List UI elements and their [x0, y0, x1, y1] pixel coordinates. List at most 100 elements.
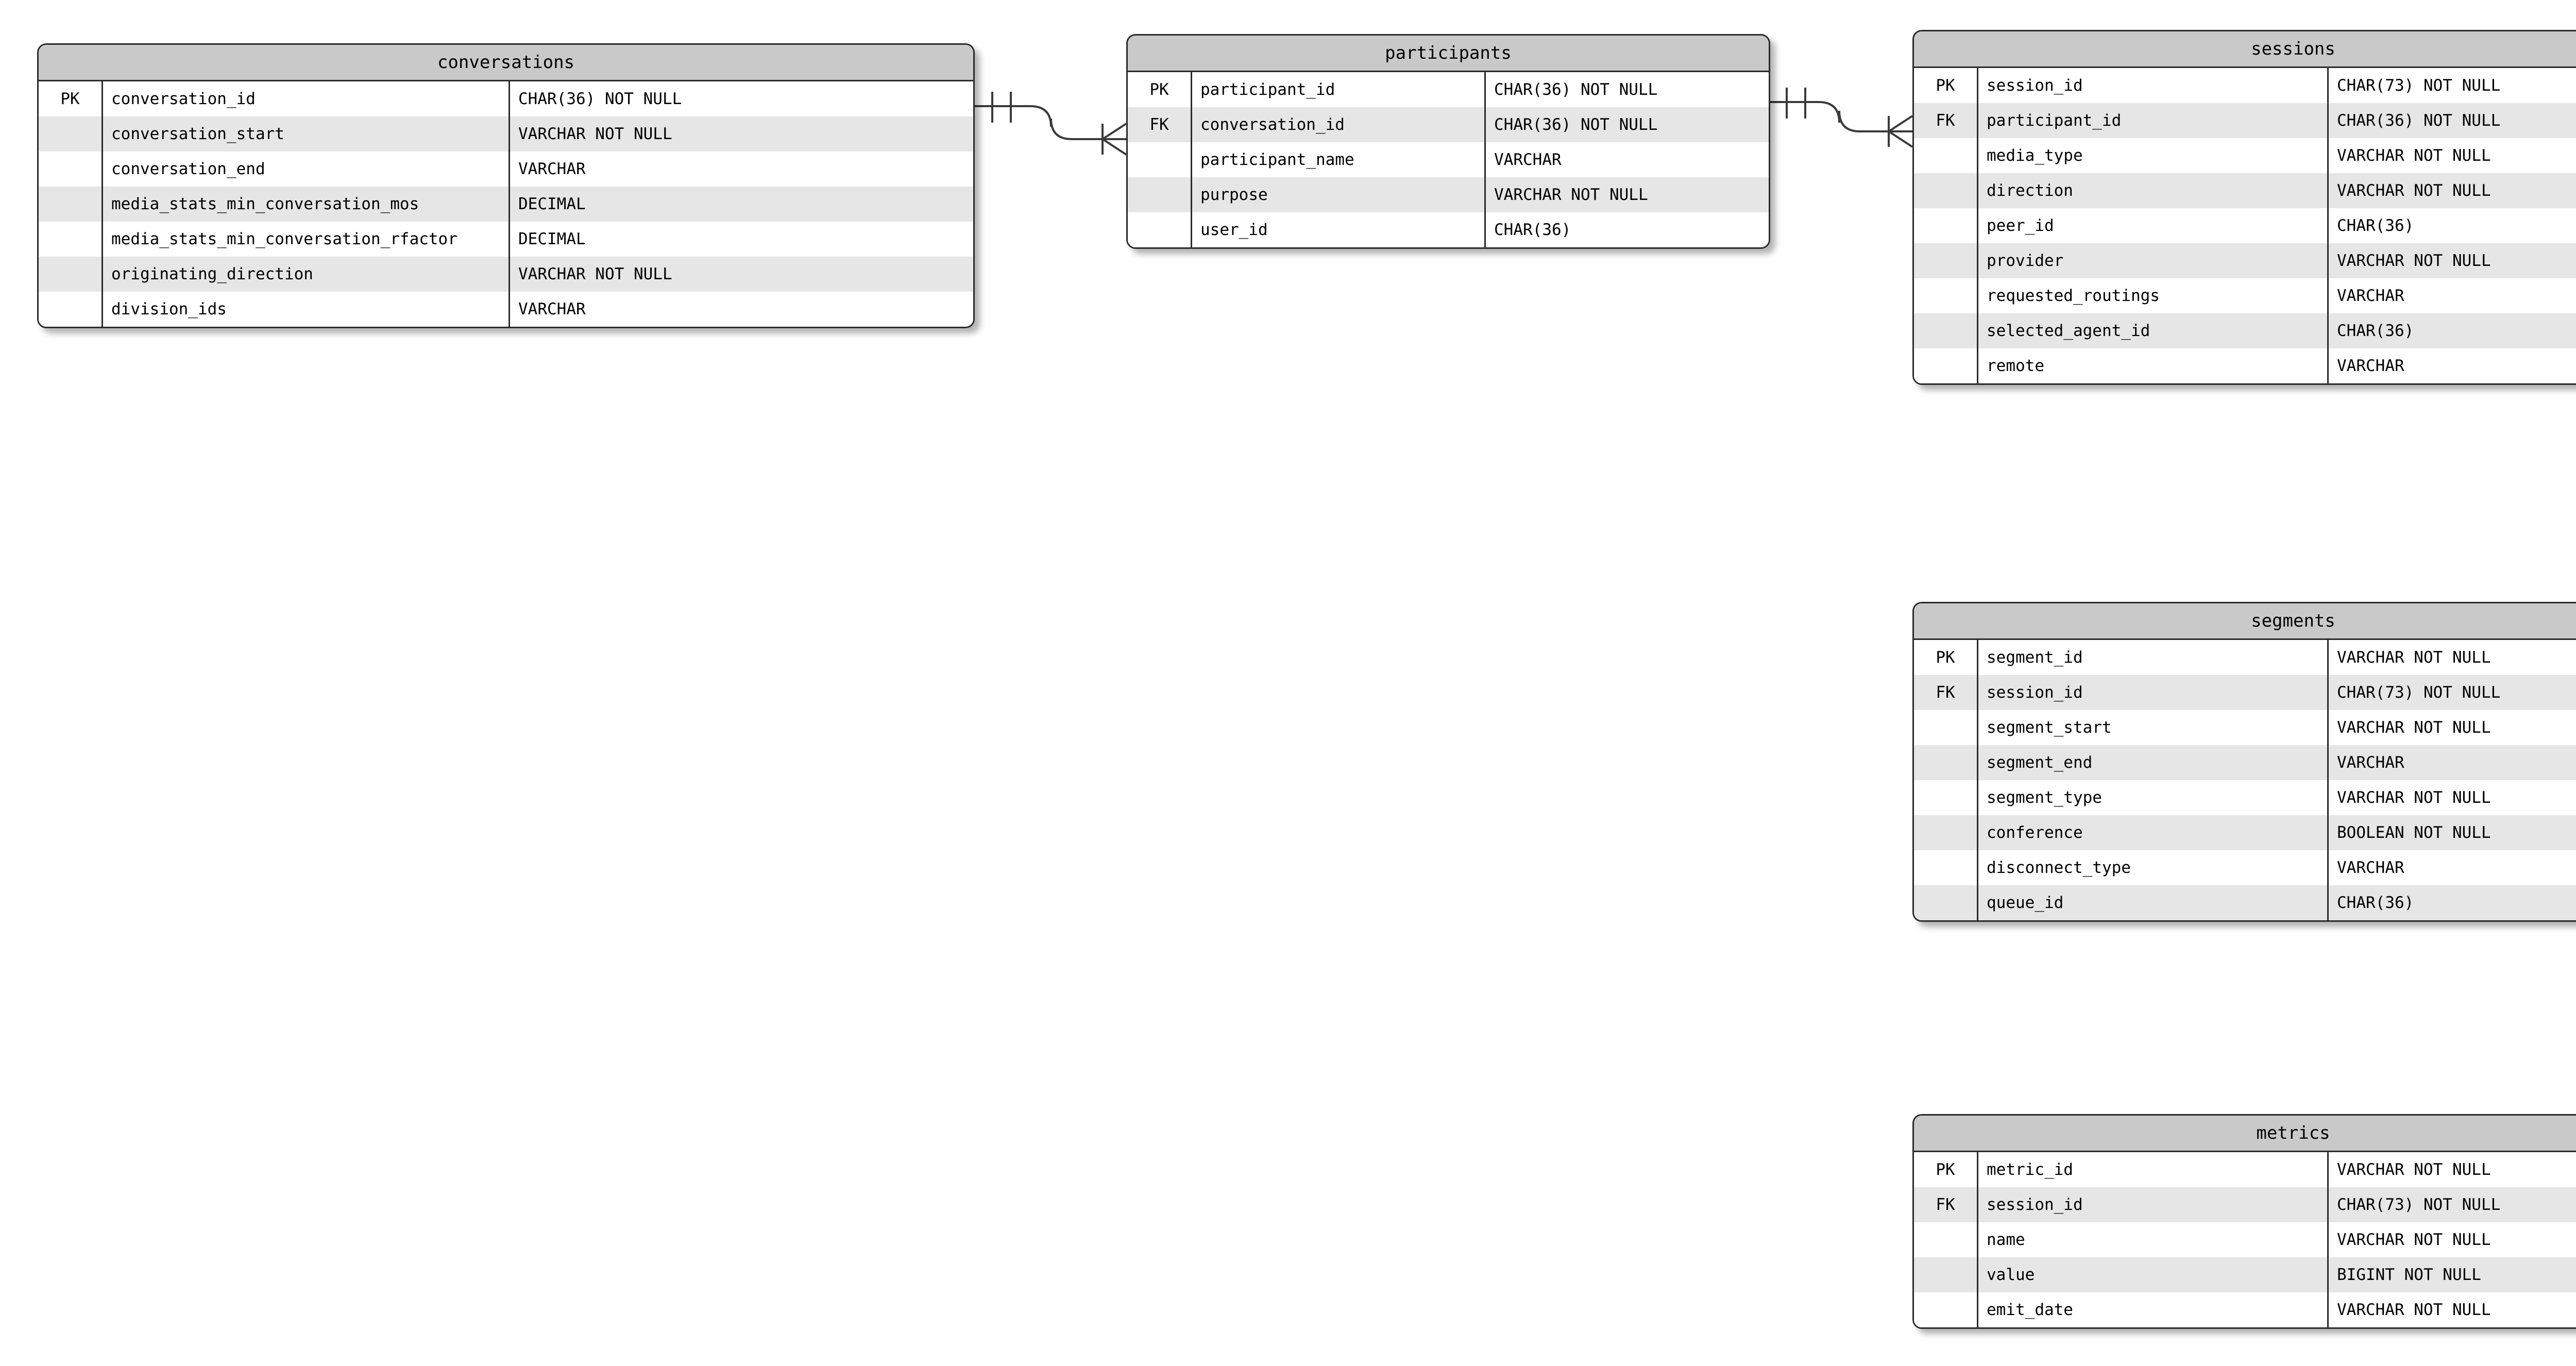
- attribute-row[interactable]: purpose VARCHAR NOT NULL: [1128, 177, 1769, 212]
- attribute-key: [39, 187, 103, 222]
- attribute-name: conversation_start: [103, 116, 510, 151]
- attribute-row[interactable]: segment_end VARCHAR: [1914, 745, 2576, 780]
- attribute-row[interactable]: PK metric_id VARCHAR NOT NULL: [1914, 1152, 2576, 1187]
- attribute-type: CHAR(36): [2337, 893, 2414, 912]
- attribute-type: VARCHAR NOT NULL: [2337, 181, 2491, 200]
- attribute-key: [1128, 177, 1192, 212]
- attribute-key: [1128, 212, 1192, 247]
- attribute-row[interactable]: division_ids VARCHAR: [39, 292, 973, 327]
- entity-header-participants: participants: [1128, 36, 1769, 72]
- attribute-row[interactable]: disconnect_type VARCHAR: [1914, 850, 2576, 885]
- attribute-row[interactable]: FK session_id CHAR(73) NOT NULL: [1914, 1187, 2576, 1222]
- attribute-type: VARCHAR: [2337, 357, 2404, 375]
- attribute-row[interactable]: segment_type VARCHAR NOT NULL: [1914, 780, 2576, 815]
- entity-participants[interactable]: participants PK participant_id CHAR(36) …: [1126, 34, 1770, 249]
- entity-header-segments: segments: [1914, 603, 2576, 640]
- attribute-key: [1914, 138, 1978, 173]
- attribute-key: FK: [1128, 107, 1192, 142]
- attribute-type: VARCHAR NOT NULL: [2337, 718, 2491, 737]
- attribute-row[interactable]: provider VARCHAR NOT NULL: [1914, 243, 2576, 278]
- attribute-type: VARCHAR NOT NULL: [518, 125, 672, 143]
- attribute-row[interactable]: media_stats_min_conversation_rfactor DEC…: [39, 222, 973, 257]
- attribute-type: VARCHAR: [1494, 150, 1562, 169]
- entity-conversations[interactable]: conversations PK conversation_id CHAR(36…: [37, 43, 975, 328]
- attribute-row[interactable]: direction VARCHAR NOT NULL: [1914, 173, 2576, 208]
- attribute-key: FK: [1914, 675, 1978, 710]
- attribute-row[interactable]: FK conversation_id CHAR(36) NOT NULL: [1128, 107, 1769, 142]
- attribute-key: [1914, 348, 1978, 383]
- attribute-row[interactable]: PK session_id CHAR(73) NOT NULL: [1914, 68, 2576, 103]
- attribute-key: [1914, 173, 1978, 208]
- attribute-type: CHAR(36): [1494, 221, 1571, 239]
- attribute-name: remote: [1978, 348, 2329, 383]
- attribute-row[interactable]: FK participant_id CHAR(36) NOT NULL: [1914, 103, 2576, 138]
- attribute-key: [1914, 1222, 1978, 1257]
- entity-segments[interactable]: segments PK segment_id VARCHAR NOT NULL …: [1912, 602, 2576, 922]
- attribute-name: purpose: [1192, 177, 1486, 212]
- attribute-name: provider: [1978, 243, 2329, 278]
- attribute-type: VARCHAR NOT NULL: [518, 265, 672, 283]
- attribute-name: media_stats_min_conversation_mos: [103, 187, 510, 222]
- attribute-row[interactable]: PK segment_id VARCHAR NOT NULL: [1914, 640, 2576, 675]
- attribute-row[interactable]: selected_agent_id CHAR(36): [1914, 313, 2576, 348]
- attribute-name: segment_start: [1978, 710, 2329, 745]
- attribute-key: [1914, 313, 1978, 348]
- entity-title: metrics: [2256, 1123, 2330, 1143]
- attribute-row[interactable]: conference BOOLEAN NOT NULL: [1914, 815, 2576, 850]
- entity-attributes-metrics: PK metric_id VARCHAR NOT NULL FK session…: [1914, 1152, 2576, 1327]
- entity-metrics[interactable]: metrics PK metric_id VARCHAR NOT NULL FK…: [1912, 1114, 2576, 1329]
- attribute-key: [1914, 850, 1978, 885]
- attribute-type: VARCHAR NOT NULL: [2337, 1230, 2491, 1249]
- attribute-row[interactable]: media_type VARCHAR NOT NULL: [1914, 138, 2576, 173]
- attribute-name: segment_id: [1978, 640, 2329, 675]
- attribute-row[interactable]: requested_routings VARCHAR: [1914, 278, 2576, 313]
- attribute-type: VARCHAR NOT NULL: [2337, 146, 2491, 165]
- attribute-name: direction: [1978, 173, 2329, 208]
- attribute-key: [1914, 243, 1978, 278]
- attribute-row[interactable]: originating_direction VARCHAR NOT NULL: [39, 257, 973, 292]
- attribute-type: CHAR(36): [2337, 216, 2414, 235]
- attribute-name: session_id: [1978, 675, 2329, 710]
- attribute-name: queue_id: [1978, 885, 2329, 920]
- attribute-name: user_id: [1192, 212, 1486, 247]
- attribute-row[interactable]: PK conversation_id CHAR(36) NOT NULL: [39, 81, 973, 116]
- attribute-row[interactable]: peer_id CHAR(36): [1914, 208, 2576, 243]
- attribute-row[interactable]: name VARCHAR NOT NULL: [1914, 1222, 2576, 1257]
- entity-sessions[interactable]: sessions PK session_id CHAR(73) NOT NULL…: [1912, 30, 2576, 385]
- attribute-key: PK: [1914, 640, 1978, 675]
- attribute-row[interactable]: conversation_end VARCHAR: [39, 151, 973, 187]
- attribute-row[interactable]: PK participant_id CHAR(36) NOT NULL: [1128, 72, 1769, 107]
- attribute-name: metric_id: [1978, 1152, 2329, 1187]
- attribute-name: conversation_id: [1192, 107, 1486, 142]
- attribute-type: CHAR(36): [2337, 322, 2414, 340]
- attribute-key: PK: [39, 81, 103, 116]
- attribute-key: PK: [1128, 72, 1192, 107]
- attribute-type: VARCHAR NOT NULL: [2337, 788, 2491, 807]
- attribute-name: disconnect_type: [1978, 850, 2329, 885]
- attribute-row[interactable]: remote VARCHAR: [1914, 348, 2576, 383]
- attribute-row[interactable]: value BIGINT NOT NULL: [1914, 1257, 2576, 1292]
- attribute-name: name: [1978, 1222, 2329, 1257]
- attribute-row[interactable]: queue_id CHAR(36): [1914, 885, 2576, 920]
- attribute-key: PK: [1914, 1152, 1978, 1187]
- attribute-row[interactable]: FK session_id CHAR(73) NOT NULL: [1914, 675, 2576, 710]
- attribute-row[interactable]: segment_start VARCHAR NOT NULL: [1914, 710, 2576, 745]
- attribute-key: [1914, 815, 1978, 850]
- attribute-row[interactable]: conversation_start VARCHAR NOT NULL: [39, 116, 973, 151]
- attribute-key: [39, 222, 103, 257]
- attribute-row[interactable]: media_stats_min_conversation_mos DECIMAL: [39, 187, 973, 222]
- attribute-key: [1914, 780, 1978, 815]
- attribute-row[interactable]: emit_date VARCHAR NOT NULL: [1914, 1292, 2576, 1327]
- attribute-key: [1128, 142, 1192, 177]
- attribute-key: [1914, 710, 1978, 745]
- attribute-row[interactable]: participant_name VARCHAR: [1128, 142, 1769, 177]
- attribute-name: media_type: [1978, 138, 2329, 173]
- attribute-type: BOOLEAN NOT NULL: [2337, 823, 2491, 842]
- attribute-type: VARCHAR: [2337, 753, 2404, 772]
- attribute-type: CHAR(36) NOT NULL: [518, 90, 682, 108]
- attribute-name: conversation_id: [103, 81, 510, 116]
- attribute-row[interactable]: user_id CHAR(36): [1128, 212, 1769, 247]
- attribute-key: [39, 292, 103, 327]
- attribute-type: CHAR(73) NOT NULL: [2337, 683, 2501, 702]
